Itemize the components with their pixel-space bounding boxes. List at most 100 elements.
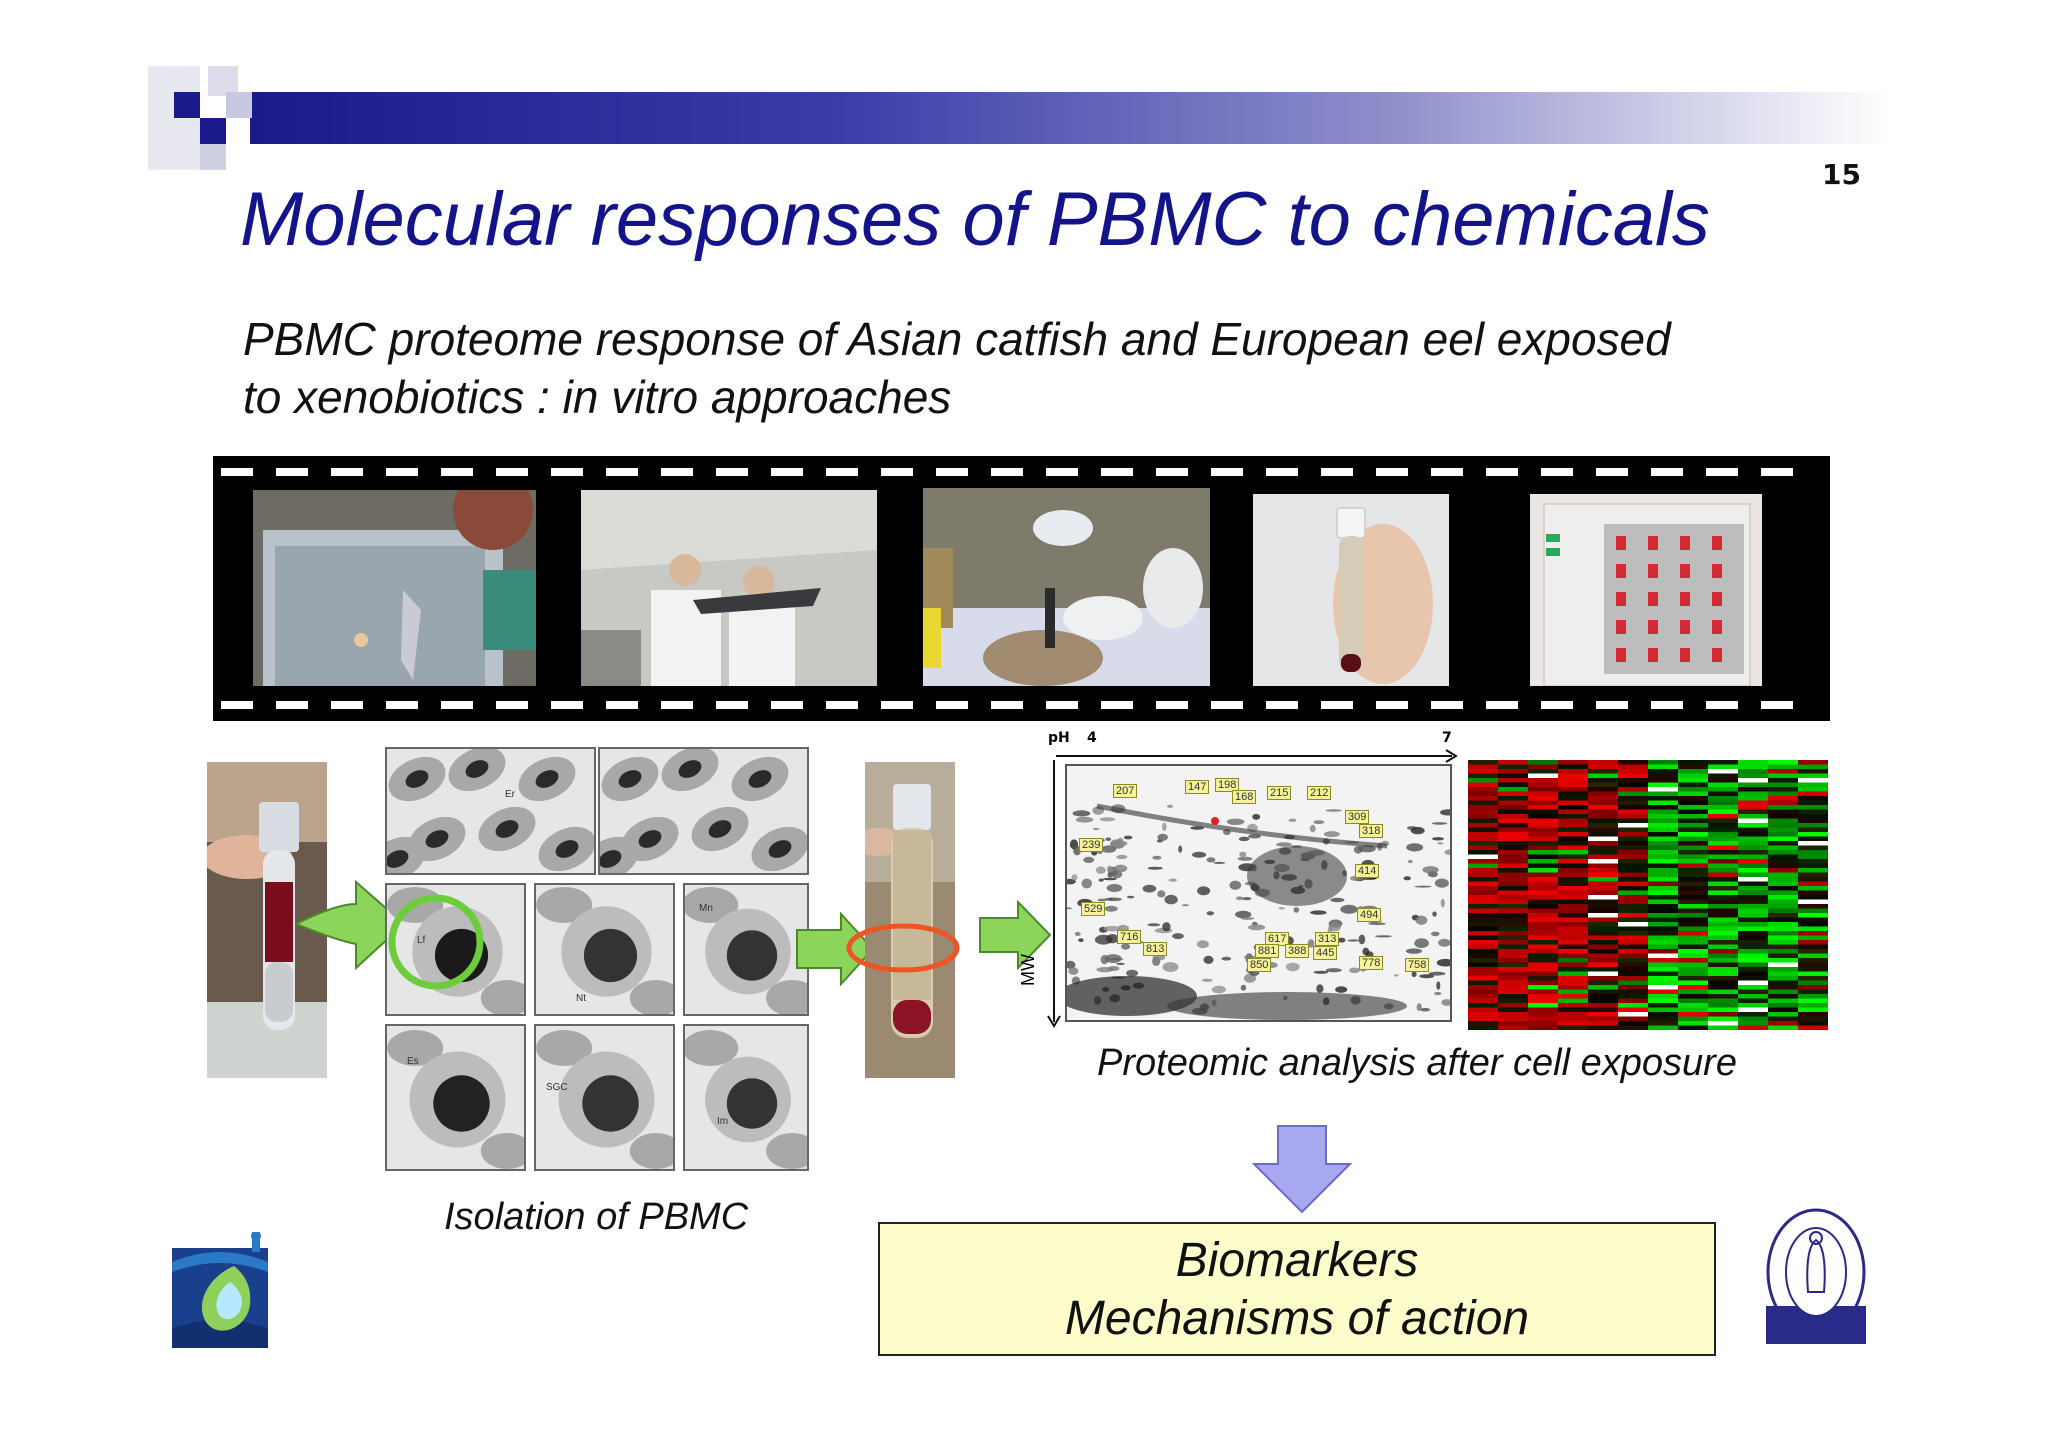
- cell-type-label: Im: [717, 1116, 729, 1127]
- subtitle-line-1: PBMC proteome response of Asian catfish …: [243, 313, 1671, 365]
- film-perforation: [826, 701, 858, 709]
- film-perforation: [1211, 701, 1243, 709]
- fish-blood-sampling-photo: [923, 488, 1210, 686]
- protein-spot-label: 414: [1355, 864, 1380, 878]
- ph-start-label: 4: [1087, 730, 1097, 746]
- film-perforation: [936, 701, 968, 709]
- cell-type-label: Tr: [718, 821, 728, 832]
- film-strip: [213, 456, 1830, 721]
- film-perforation: [386, 701, 418, 709]
- expression-heatmap: [1468, 760, 1828, 1030]
- film-perforation: [716, 468, 748, 476]
- ph-end-label: 7: [1442, 730, 1452, 746]
- cell-micrograph-panel: SGC: [534, 1024, 675, 1171]
- drop-logo-icon: [172, 1232, 268, 1348]
- film-perforation: [1651, 468, 1683, 476]
- mw-axis-arrow: [1047, 760, 1061, 1028]
- cell-micrograph-panel: Mn: [683, 883, 809, 1016]
- header-gradient-bar: [250, 92, 1890, 144]
- right-arrow-icon: [979, 900, 1052, 970]
- film-perforation: [1486, 701, 1518, 709]
- film-perforation: [496, 468, 528, 476]
- film-perforation: [826, 468, 858, 476]
- cell-type-label: Es: [407, 1056, 419, 1067]
- biomarkers-result-box: Biomarkers Mechanisms of action: [878, 1222, 1716, 1356]
- separated-blood-tube-photo: [865, 762, 955, 1078]
- protein-spot-label: 758: [1405, 958, 1430, 972]
- curved-arrow-icon: [296, 879, 406, 970]
- film-perforation: [496, 701, 528, 709]
- buffy-coat-highlight-ring: [846, 923, 960, 973]
- blood-tube-photo: [207, 762, 327, 1078]
- film-perforation: [1046, 701, 1078, 709]
- film-perforation: [1156, 468, 1188, 476]
- ph-axis-label: pH: [1048, 730, 1070, 746]
- film-perforation: [1211, 468, 1243, 476]
- film-perforation: [661, 701, 693, 709]
- film-perforation: [1541, 701, 1573, 709]
- protein-spot-label: 215: [1267, 786, 1292, 800]
- protein-spot-label: 778: [1359, 956, 1384, 970]
- film-perforation: [1431, 701, 1463, 709]
- film-perforation: [1431, 468, 1463, 476]
- film-perforation: [1596, 468, 1628, 476]
- protein-spot-label: 318: [1359, 824, 1384, 838]
- film-perforation: [881, 701, 913, 709]
- cell-type-label: Nt: [576, 993, 586, 1004]
- film-perforation: [221, 701, 253, 709]
- film-perforation: [716, 701, 748, 709]
- film-perforation: [1046, 468, 1078, 476]
- cell-micrograph-panel: Es: [385, 1024, 526, 1171]
- right-arrow-icon: [796, 912, 875, 986]
- film-perforation: [606, 468, 638, 476]
- result-line-1: Biomarkers: [1175, 1234, 1419, 1287]
- film-perforation: [991, 701, 1023, 709]
- protein-spot-label: 716: [1117, 930, 1142, 944]
- film-perforation: [1486, 468, 1518, 476]
- film-perforation: [551, 468, 583, 476]
- film-perforation: [881, 468, 913, 476]
- university-seal-icon: [1766, 1208, 1866, 1344]
- film-perforation: [606, 701, 638, 709]
- ph-axis-arrow: [1056, 749, 1458, 763]
- film-perforation: [1376, 468, 1408, 476]
- mw-axis-label: MW: [1018, 954, 1038, 986]
- film-perforation: [386, 468, 418, 476]
- film-perforation: [1101, 468, 1133, 476]
- film-perforation: [551, 701, 583, 709]
- film-perforation: [991, 468, 1023, 476]
- film-perforation: [441, 701, 473, 709]
- film-perforation: [1266, 468, 1298, 476]
- blood-tube-photo: [1253, 494, 1449, 686]
- film-perforation: [1321, 701, 1353, 709]
- film-perforation: [1761, 468, 1793, 476]
- protein-spot-label: 309: [1345, 810, 1370, 824]
- film-perforation: [1761, 701, 1793, 709]
- header-square-decoration: [148, 66, 278, 170]
- proteomics-caption: Proteomic analysis after cell exposure: [1097, 1042, 1737, 1084]
- protein-spot-label: 445: [1313, 946, 1338, 960]
- film-perforation: [1596, 701, 1628, 709]
- lymphocyte-highlight-ring: [388, 894, 484, 990]
- slide-title: Molecular responses of PBMC to chemicals: [240, 177, 1710, 262]
- cell-micrograph-panel: Er: [385, 747, 596, 875]
- film-perforation: [1101, 701, 1133, 709]
- cell-type-label: Mn: [699, 903, 713, 914]
- film-perforation: [276, 468, 308, 476]
- film-perforation: [936, 468, 968, 476]
- slide-subtitle: PBMC proteome response of Asian catfish …: [243, 310, 1671, 426]
- film-perforation: [1266, 701, 1298, 709]
- film-perforation: [1706, 701, 1738, 709]
- researchers-holding-fish-photo: [581, 490, 877, 686]
- film-perforation: [276, 701, 308, 709]
- cell-type-label: Er: [505, 789, 515, 800]
- film-perforation: [771, 701, 803, 709]
- catfish-tank-photo: [253, 490, 536, 686]
- incubator-photo: [1530, 494, 1762, 686]
- film-perforation: [1706, 468, 1738, 476]
- down-arrow-icon: [1251, 1125, 1353, 1214]
- protein-spot-label: 198: [1215, 778, 1240, 792]
- isolation-caption: Isolation of PBMC: [444, 1196, 749, 1238]
- cell-type-label: Lf: [417, 935, 426, 946]
- protein-spot-label: 207: [1113, 784, 1138, 798]
